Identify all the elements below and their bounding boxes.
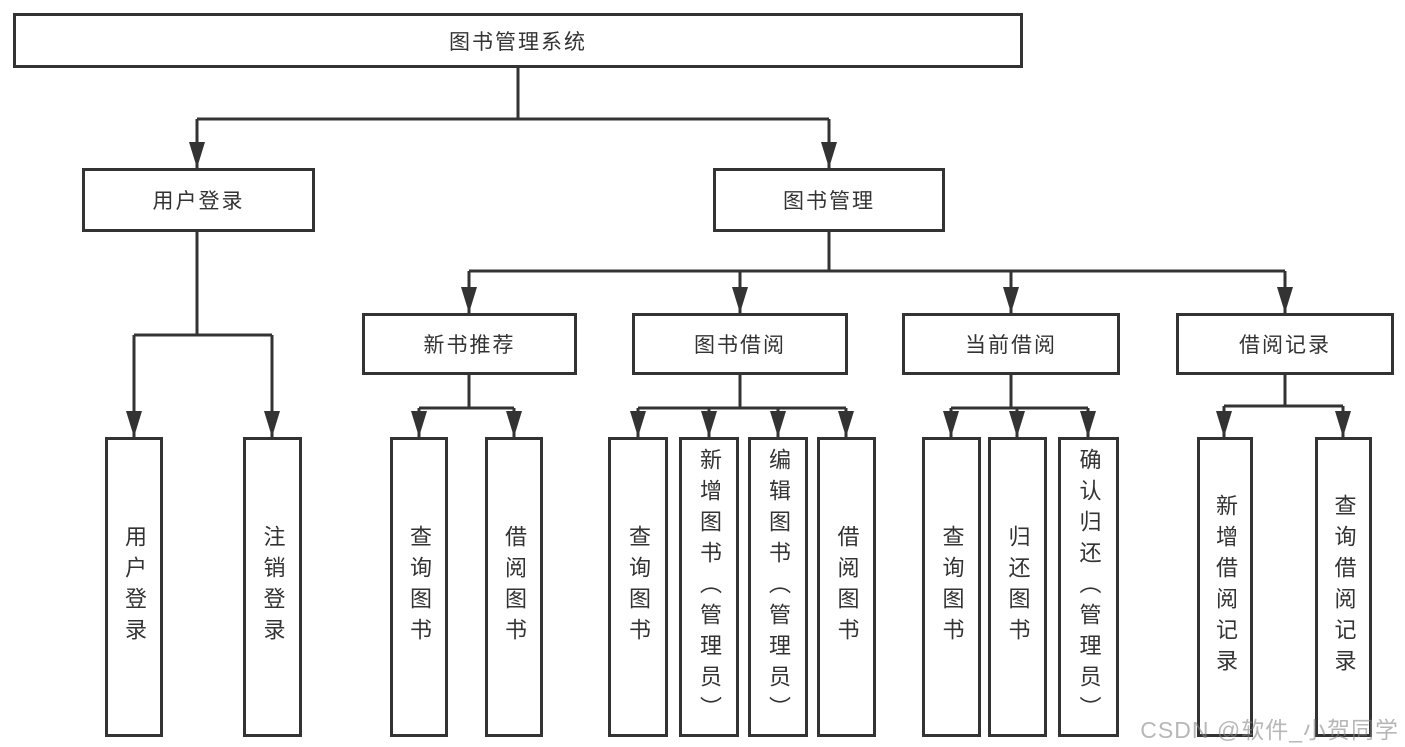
leaf-logout-label: 注销登录: [260, 525, 286, 649]
node-user-login-label: 用户登录: [152, 190, 245, 213]
leaf-confirm-return-admin-label: 确认归还（管理员）: [1076, 447, 1102, 727]
leaf-add-borrow-record-label: 新增借阅记录: [1213, 494, 1238, 680]
leaf-edit-book-admin-label: 编辑图书（管理员）: [766, 447, 791, 727]
node-borrow-records-label: 借阅记录: [1239, 334, 1331, 357]
leaf-recommend-borrow-books-label: 借阅图书: [502, 525, 527, 649]
node-book-management: 图书管理: [713, 168, 945, 232]
leaf-borrow-books-label: 借阅图书: [834, 525, 860, 649]
leaf-recommend-query-books-label: 查询图书: [407, 525, 432, 649]
leaf-add-borrow-record: 新增借阅记录: [1197, 437, 1253, 737]
node-root-label: 图书管理系统: [449, 30, 587, 54]
node-book-borrow: 图书借阅: [632, 313, 848, 375]
leaf-current-query-books-label: 查询图书: [939, 525, 965, 649]
node-user-login: 用户登录: [82, 168, 315, 232]
arrowheads: [126, 142, 1351, 437]
node-book-management-label: 图书管理: [783, 190, 875, 213]
leaf-borrow-query-books: 查询图书: [608, 437, 668, 737]
leaf-recommend-borrow-books: 借阅图书: [485, 437, 543, 737]
leaf-query-borrow-record-label: 查询借阅记录: [1331, 494, 1357, 680]
leaf-user-login-label: 用户登录: [122, 525, 147, 649]
leaf-recommend-query-books: 查询图书: [390, 437, 448, 737]
leaf-user-login: 用户登录: [105, 437, 163, 737]
leaf-borrow-query-books-label: 查询图书: [626, 525, 651, 649]
leaf-current-query-books: 查询图书: [922, 437, 981, 737]
node-current-borrow: 当前借阅: [902, 313, 1120, 375]
leaf-logout: 注销登录: [243, 437, 302, 737]
leaf-add-book-admin: 新增图书（管理员）: [679, 437, 739, 737]
leaf-query-borrow-record: 查询借阅记录: [1315, 437, 1372, 737]
watermark: CSDN @软件_小贺同学: [1140, 717, 1399, 743]
leaf-return-books-label: 归还图书: [1005, 525, 1031, 649]
node-current-borrow-label: 当前借阅: [965, 334, 1057, 357]
leaf-edit-book-admin: 编辑图书（管理员）: [748, 437, 808, 737]
node-book-borrow-label: 图书借阅: [694, 334, 786, 357]
leaf-return-books: 归还图书: [988, 437, 1047, 737]
leaf-add-book-admin-label: 新增图书（管理员）: [697, 447, 722, 727]
node-new-book-recommend: 新书推荐: [362, 313, 577, 375]
node-root: 图书管理系统: [13, 13, 1023, 68]
leaf-confirm-return-admin: 确认归还（管理员）: [1058, 437, 1119, 737]
node-borrow-records: 借阅记录: [1176, 313, 1394, 375]
node-new-book-recommend-label: 新书推荐: [423, 334, 516, 357]
leaf-borrow-books: 借阅图书: [817, 437, 876, 737]
